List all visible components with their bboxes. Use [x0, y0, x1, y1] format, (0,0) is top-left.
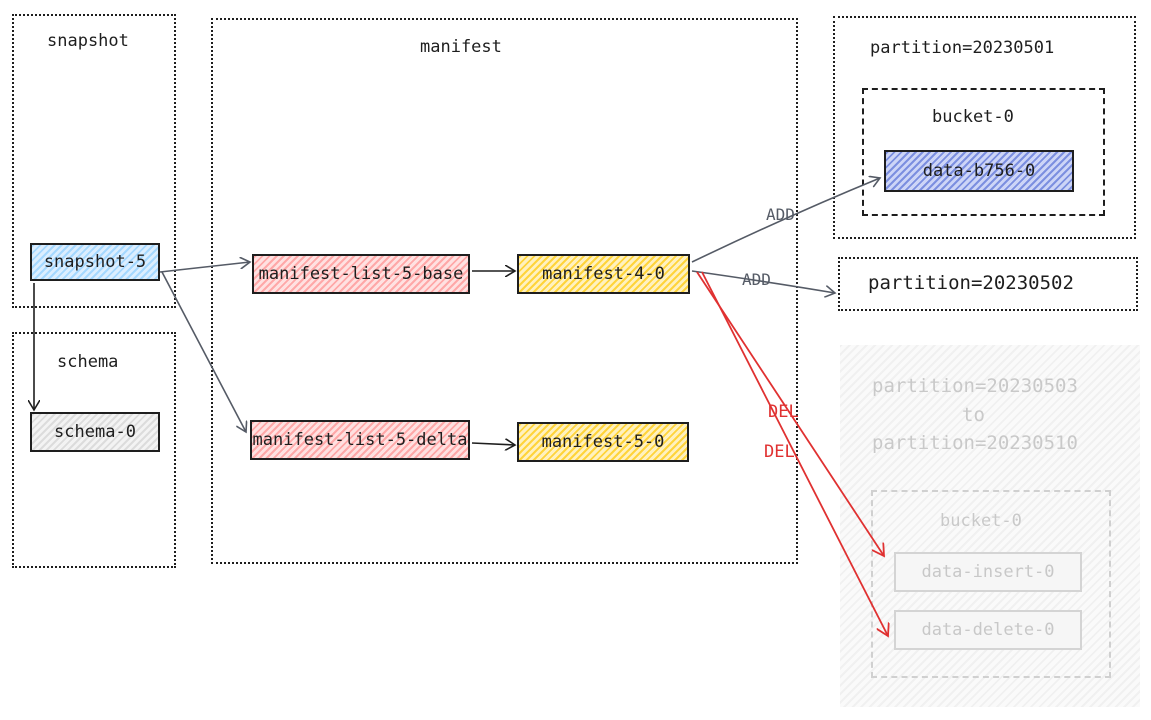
schema-region	[12, 332, 176, 568]
schema-region-title: schema	[57, 352, 119, 372]
partition-range-end: partition=20230510	[872, 432, 1078, 454]
partition-20230502-title: partition=20230502	[868, 272, 1074, 294]
manifest-list-5-base-node: manifest-list-5-base	[252, 254, 470, 294]
partition-range-start: partition=20230503	[872, 375, 1078, 397]
snapshot-region	[12, 14, 176, 308]
data-insert-0-node: data-insert-0	[894, 552, 1082, 592]
partition-range-to: to	[962, 404, 985, 426]
snapshot-region-title: snapshot	[47, 31, 129, 51]
faded-bucket-0-title: bucket-0	[940, 511, 1022, 531]
manifest-region-title: manifest	[420, 37, 502, 57]
manifest-5-0-node: manifest-5-0	[517, 422, 689, 462]
data-delete-0-node: data-delete-0	[894, 610, 1082, 650]
edge-label-del-1: DEL	[768, 402, 799, 422]
edge-label-add-1: ADD	[766, 205, 795, 224]
snapshot-5-node: snapshot-5	[30, 243, 160, 281]
manifest-list-5-delta-node: manifest-list-5-delta	[250, 420, 470, 460]
bucket-0-region	[862, 88, 1105, 216]
manifest-4-0-node: manifest-4-0	[517, 254, 690, 294]
partition-20230501-region	[833, 16, 1136, 239]
edge-label-del-2: DEL	[764, 442, 795, 462]
schema-0-node: schema-0	[30, 412, 160, 452]
bucket-0-title: bucket-0	[932, 107, 1014, 127]
edge-label-add-2: ADD	[742, 270, 771, 289]
data-b756-0-node: data-b756-0	[884, 150, 1074, 192]
partition-20230501-title: partition=20230501	[870, 38, 1055, 58]
